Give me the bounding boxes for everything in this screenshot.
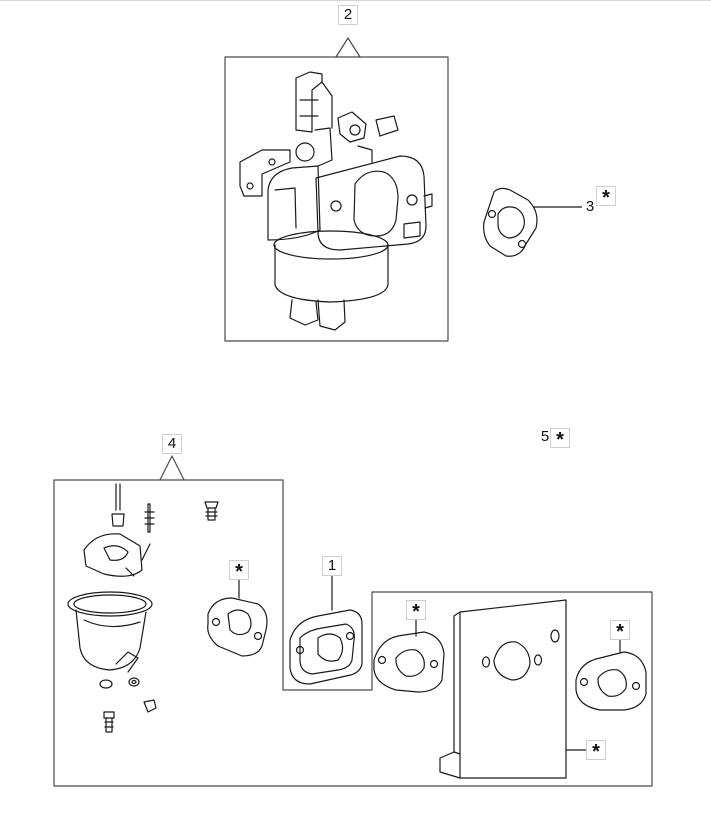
replacement-mark-5: *: [550, 428, 570, 451]
top-divider: [0, 0, 711, 1]
replacement-mark-gasket-c: *: [610, 620, 630, 643]
part-number-1: 1: [322, 556, 342, 576]
insulator-icon: [289, 574, 363, 685]
replacement-mark-plate: *: [586, 740, 606, 763]
gasket-icon-c: [575, 639, 647, 711]
carburetor-icon: [239, 71, 433, 331]
part-number-5: 5: [538, 428, 552, 448]
replacement-mark-gasket-a: *: [229, 560, 249, 583]
group-2-frame: [224, 37, 449, 342]
heat-shield-icon: [439, 599, 587, 779]
gasket-icon-a: [207, 579, 268, 657]
replacement-mark-gasket-b: *: [406, 600, 426, 623]
gasket-icon-b: [373, 617, 445, 693]
part-number-4: 4: [162, 434, 182, 454]
part-number-3: 3: [582, 198, 598, 218]
replacement-mark-3: *: [596, 186, 616, 209]
group-4-frame: [53, 455, 653, 787]
part-number-2: 2: [338, 5, 358, 25]
repair-kit-icon: [67, 483, 219, 733]
gasket-icon-3: [483, 187, 583, 257]
